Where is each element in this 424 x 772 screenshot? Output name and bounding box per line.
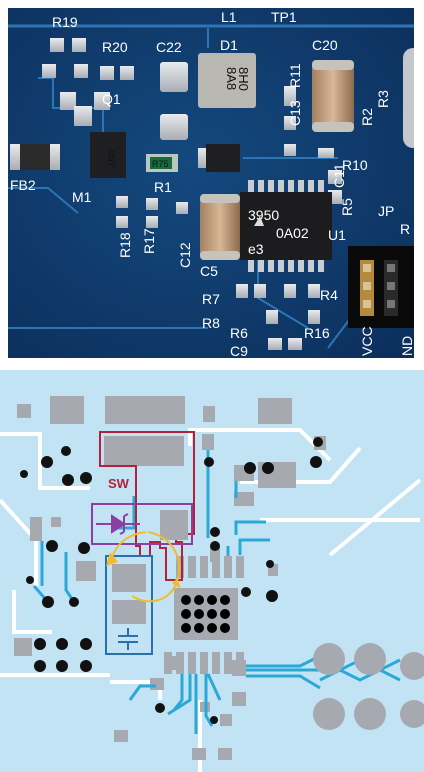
silk-label: R18 [117, 232, 133, 258]
u1-chip: 3950 0A02 e3 [240, 180, 332, 272]
q1-pad [74, 106, 92, 126]
silk-label: L1 [221, 9, 237, 25]
silk-label: M1 [72, 189, 92, 205]
silk-label: R5 [339, 198, 355, 216]
silk-label: R20 [102, 39, 128, 55]
c22-pads [160, 62, 188, 92]
silk-label: R10 [342, 157, 368, 173]
silk-label: R [400, 221, 410, 237]
silk-label: R6 [230, 325, 248, 341]
capacitor-icon [118, 628, 138, 650]
silk-label: ND [399, 336, 414, 356]
c20-cap [312, 60, 354, 132]
jp-header [348, 246, 414, 328]
silk-label: Q1 [102, 91, 121, 107]
c5-cap [200, 194, 240, 260]
silk-label: C5 [200, 263, 218, 279]
silk-label: R8 [202, 315, 220, 331]
chip-marking-3: e3 [248, 241, 264, 257]
silk-label: C11 [331, 163, 347, 188]
silk-label: U1 [328, 227, 346, 243]
silk-label: R4 [320, 287, 338, 303]
diode-icon [96, 513, 140, 535]
silk-label: C12 [177, 242, 193, 268]
silk-label: R19 [52, 14, 78, 30]
silk-label: C9 [230, 343, 248, 358]
silk-label: VCC [359, 326, 375, 356]
silk-label: D1 [220, 37, 238, 53]
pad-r19-b [72, 38, 86, 52]
svg-text:8H0: 8H0 [236, 67, 251, 91]
silk-label: JP [378, 203, 394, 219]
pad-r19-a [50, 38, 64, 52]
chip-marking-1: 3950 [248, 207, 279, 223]
pcb-layout-diagram: SW [0, 370, 424, 772]
silk-label: TP1 [271, 9, 297, 25]
diode-outline [91, 503, 193, 545]
silk-label: FB2 [10, 177, 36, 193]
chip-marking-2: 0A02 [276, 225, 309, 241]
sw-label: SW [108, 476, 130, 491]
silk-label: R11 [287, 63, 303, 88]
m1-transistor [90, 132, 126, 178]
silk-label: R16 [304, 325, 330, 341]
silk-label: R7 [202, 291, 220, 307]
resistor-marking: R75 [152, 159, 169, 169]
silk-label: R2 [359, 108, 375, 126]
diode-marking: 8A8 [224, 67, 239, 90]
silk-label: C20 [312, 37, 338, 53]
pcb-photo: 8A8 8H0 0NT R75 [8, 8, 414, 358]
diode-d1 [198, 53, 256, 108]
silk-label: C22 [156, 39, 182, 55]
cap-outline [105, 555, 153, 655]
silk-label: R1 [154, 179, 172, 195]
svg-text:0NT: 0NT [106, 150, 116, 168]
silk-label: R3 [375, 90, 391, 108]
silk-label: C13 [287, 100, 303, 126]
silk-label: R17 [141, 228, 157, 254]
